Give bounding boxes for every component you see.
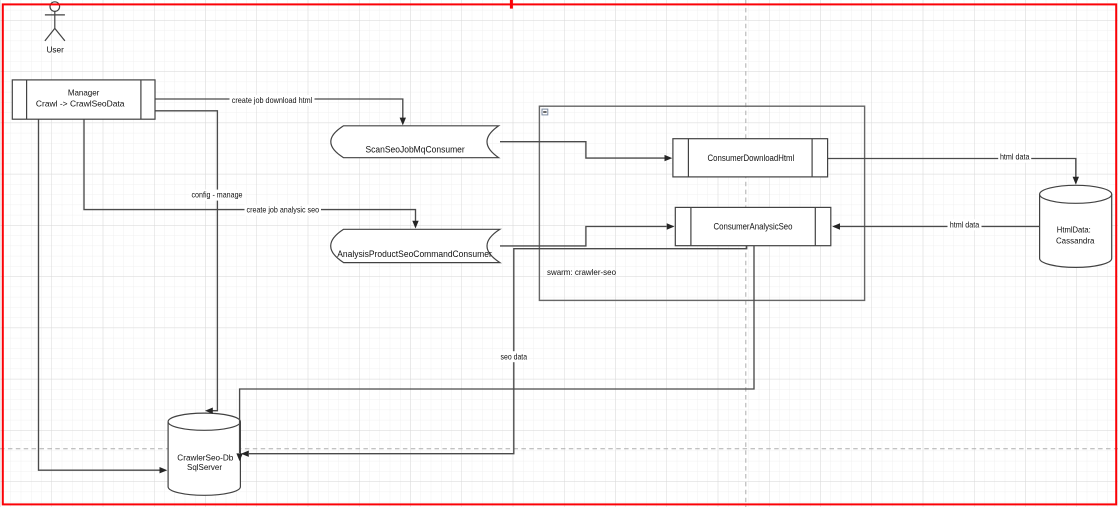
svg-text:ScanSeoJobMqConsumer: ScanSeoJobMqConsumer	[365, 145, 464, 155]
svg-text:SqlServer: SqlServer	[187, 462, 222, 472]
svg-text:seo data: seo data	[501, 352, 528, 361]
svg-text:User: User	[46, 45, 64, 55]
svg-text:Crawl -> CrawlSeoData: Crawl -> CrawlSeoData	[36, 98, 125, 108]
svg-text:AnalysisProductSeoCommandConsu: AnalysisProductSeoCommandConsumer	[337, 249, 492, 259]
svg-text:html data: html data	[950, 220, 980, 229]
svg-text:CrawlerSeo-Db: CrawlerSeo-Db	[177, 453, 233, 463]
svg-text:HtmlData:: HtmlData:	[1057, 225, 1091, 235]
svg-text:Cassandra: Cassandra	[1056, 236, 1095, 246]
svg-text:create job analysic seo: create job analysic seo	[247, 206, 320, 215]
svg-text:ConsumerDownloadHtml: ConsumerDownloadHtml	[708, 153, 795, 163]
svg-text:create job download html: create job download html	[232, 96, 313, 105]
svg-text:config - manage: config - manage	[192, 191, 243, 200]
svg-text:html data: html data	[1000, 153, 1030, 162]
svg-text:Manager: Manager	[68, 88, 100, 98]
svg-text:ConsumerAnalysicSeo: ConsumerAnalysicSeo	[714, 222, 793, 232]
svg-text:swarm: crawler-seo: swarm: crawler-seo	[547, 267, 616, 277]
